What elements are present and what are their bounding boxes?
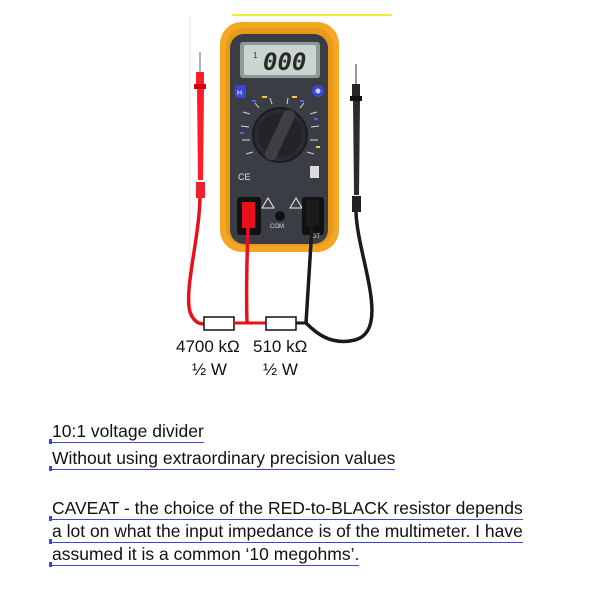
resistor-r2-power: ½ W bbox=[263, 360, 298, 379]
red-plug bbox=[242, 202, 255, 228]
black-plug bbox=[306, 200, 319, 226]
note-line-1: 10:1 voltage divider bbox=[49, 421, 204, 444]
svg-text:H: H bbox=[237, 90, 242, 97]
dial-scale bbox=[240, 97, 320, 155]
red-lead-meter bbox=[244, 227, 250, 324]
note-line-5: assumed it is a common ‘10 megohms’. bbox=[48, 544, 360, 567]
dial-knob-grip bbox=[264, 109, 296, 161]
black-lead-probe bbox=[304, 211, 374, 344]
resistor-r2 bbox=[265, 316, 297, 331]
note-line-3: CAVEAT - the choice of the RED-to-BLACK … bbox=[49, 498, 523, 521]
multimeter-divider-diagram: 1 000 H bbox=[176, 14, 392, 379]
note-line-2: Without using extraordinary precision va… bbox=[48, 448, 396, 471]
jack-com[interactable] bbox=[275, 211, 285, 221]
jack-com-label: COM bbox=[270, 224, 284, 230]
ce-mark: CE bbox=[238, 172, 251, 182]
hold-button[interactable] bbox=[235, 85, 246, 98]
lcd-reading: 000 bbox=[263, 48, 306, 76]
multimeter: 1 000 H bbox=[220, 22, 339, 252]
red-probe bbox=[194, 52, 206, 198]
dial-colored-marks bbox=[240, 100, 318, 134]
lcd-prefix: 1 bbox=[253, 51, 258, 60]
black-lead-meter bbox=[304, 225, 314, 324]
resistor-r1 bbox=[203, 316, 235, 331]
warning-triangle-icon bbox=[289, 197, 303, 209]
black-probe bbox=[350, 64, 362, 212]
resistor-r2-value: 510 kΩ bbox=[253, 337, 307, 356]
jack-dt-label: DT bbox=[312, 234, 320, 240]
transistor-socket bbox=[310, 166, 319, 178]
note-line-4: a lot on what the input impedance is of … bbox=[49, 521, 523, 544]
lcd-display bbox=[244, 45, 316, 75]
resistor-r1-power: ½ W bbox=[192, 360, 227, 379]
red-lead-probe bbox=[186, 197, 206, 326]
resistor-r1-value: 4700 kΩ bbox=[176, 337, 240, 356]
warning-triangle-icon bbox=[261, 197, 275, 209]
